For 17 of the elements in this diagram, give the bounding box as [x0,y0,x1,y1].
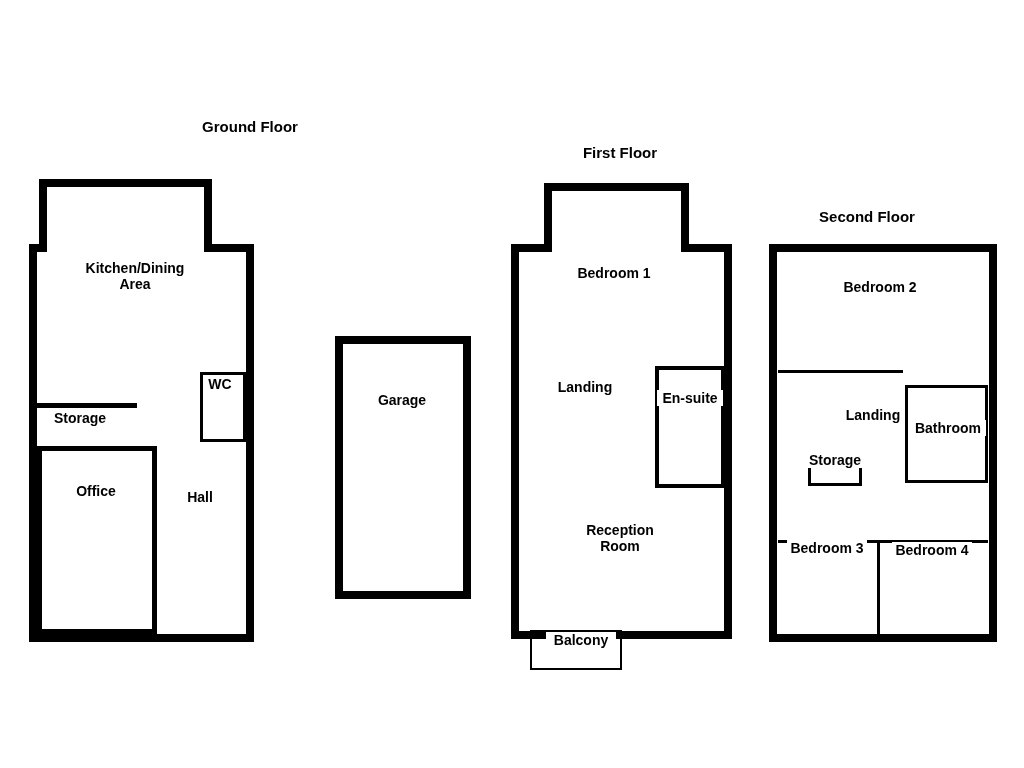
floor-heading: Second Floor [818,208,916,225]
room-wall [37,446,157,634]
building-outline [530,630,622,670]
room-wall [808,452,862,486]
floor-heading: First Floor [581,144,659,161]
room-wall [655,366,725,488]
room-wall [200,372,246,442]
room-label: Bedroom 3 [787,540,867,556]
room-label: Storage [807,452,863,468]
room-wall [778,540,880,635]
room-label: En-suite [657,390,723,406]
room-label: Bedroom 4 [892,542,972,558]
floor-heading: Ground Floor [201,118,299,135]
room-label: Balcony [546,632,616,648]
room-wall [905,385,988,483]
room-label: WC [205,376,235,392]
building-outline [335,336,471,599]
